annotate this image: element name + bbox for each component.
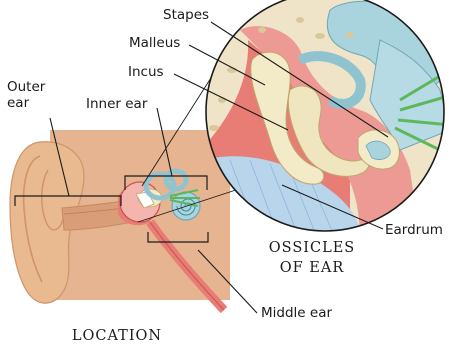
incus-label: Incus bbox=[128, 64, 164, 80]
malleus-label: Malleus bbox=[129, 35, 180, 51]
inner-ear-label: Inner ear bbox=[86, 96, 147, 112]
ossicles-caption-line2: OF EAR bbox=[262, 258, 362, 278]
outer-ear-label-line2: ear bbox=[7, 95, 45, 111]
outer-ear-label-line1: Outer bbox=[7, 79, 45, 95]
ossicles-caption-line1: OSSICLES bbox=[262, 238, 362, 258]
ossicles-caption: OSSICLES OF EAR bbox=[262, 238, 362, 278]
location-caption: LOCATION bbox=[62, 326, 172, 346]
stapes-label: Stapes bbox=[163, 7, 209, 23]
outer-ear-label: Outer ear bbox=[7, 79, 45, 111]
middle-ear-label: Middle ear bbox=[261, 305, 332, 321]
eardrum-label: Eardrum bbox=[385, 222, 443, 238]
